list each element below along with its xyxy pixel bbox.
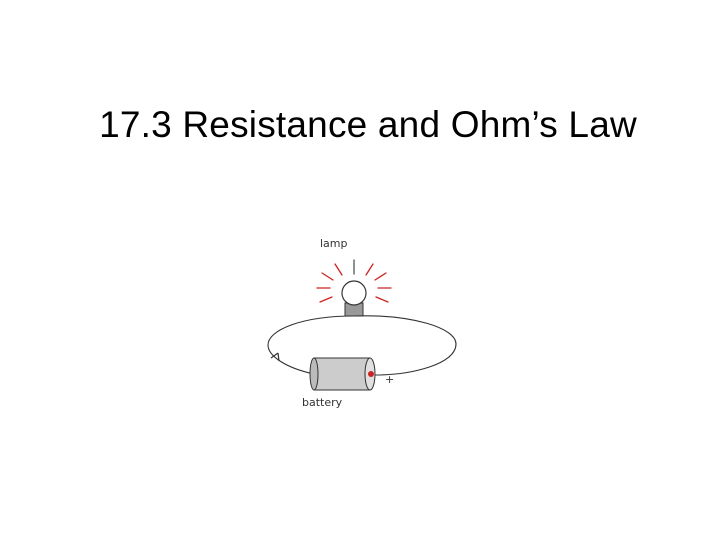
light-ray	[375, 296, 389, 303]
light-rays	[316, 259, 392, 303]
light-ray	[374, 272, 387, 281]
light-ray	[321, 272, 334, 281]
battery-label: battery	[302, 396, 343, 409]
light-ray	[319, 296, 333, 303]
wire-positive	[353, 315, 457, 376]
lamp-bulb	[341, 280, 367, 306]
wire-negative	[267, 315, 355, 375]
battery-negative-end	[309, 357, 319, 391]
light-ray	[365, 263, 374, 276]
positive-terminal-label: +	[385, 373, 394, 386]
light-ray	[334, 263, 343, 276]
battery	[309, 357, 376, 391]
circuit-diagram: lamp	[262, 230, 462, 415]
current-arrow-icon	[270, 352, 280, 362]
battery-terminal	[368, 371, 374, 377]
battery-body	[313, 357, 371, 391]
slide-title: 17.3 Resistance and Ohm’s Law	[99, 104, 637, 145]
lamp-label: lamp	[320, 237, 348, 250]
